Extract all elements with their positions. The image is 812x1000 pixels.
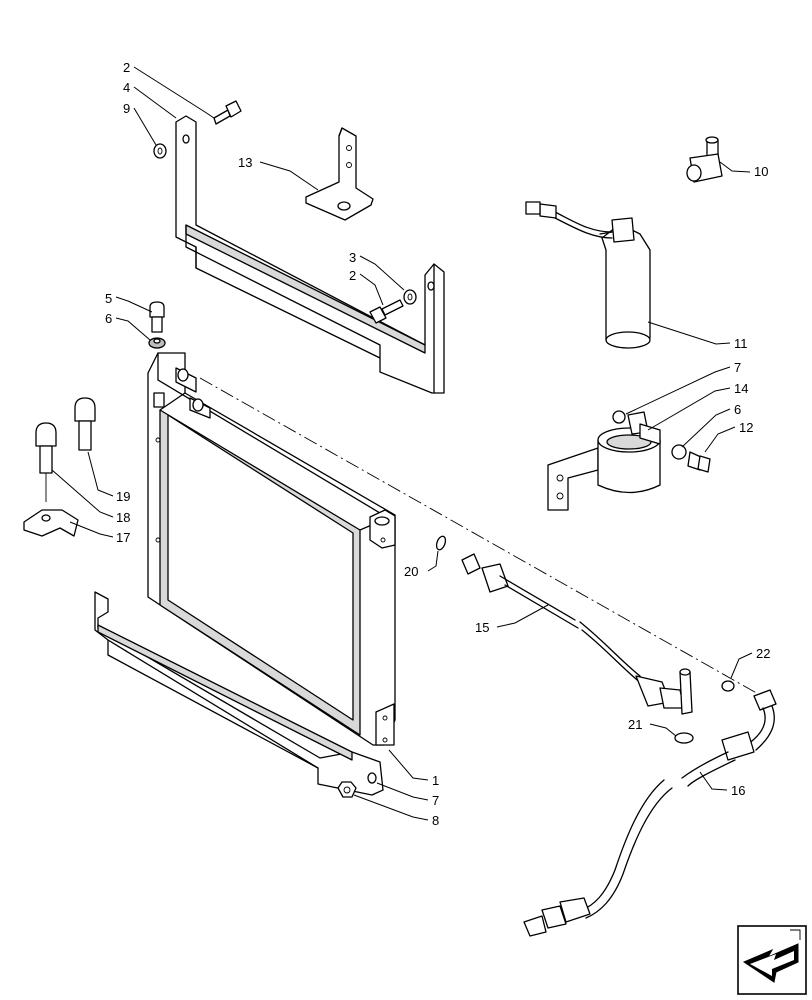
leader-lines — [51, 66, 753, 821]
callout-11: 11 — [734, 336, 748, 351]
hose-15 — [461, 553, 693, 715]
callout-12: 12 — [739, 420, 753, 435]
bracket-14 — [547, 411, 661, 511]
screw-mid — [369, 289, 417, 324]
callout-10: 10 — [754, 164, 768, 179]
bolt-12 — [671, 444, 711, 473]
hose-16 — [523, 689, 777, 937]
washer-7-upper — [612, 410, 626, 424]
callout-2-top: 2 — [123, 60, 130, 75]
callout-6-right: 6 — [734, 402, 741, 417]
fitting-10 — [686, 136, 723, 183]
callout-9: 9 — [123, 101, 130, 116]
lower-bracket — [94, 591, 384, 796]
callout-19: 19 — [116, 489, 130, 504]
clamp-17 — [23, 509, 79, 537]
condenser — [147, 352, 396, 746]
callout-7-bottom: 7 — [432, 793, 439, 808]
o-ring-21 — [674, 732, 694, 744]
callout-22: 22 — [756, 646, 770, 661]
callout-1: 1 — [432, 773, 439, 788]
callout-8: 8 — [432, 813, 439, 828]
receiver-drier — [525, 201, 651, 349]
o-ring-20 — [435, 535, 447, 551]
callout-21: 21 — [628, 717, 642, 732]
callout-17: 17 — [116, 530, 130, 545]
callout-7-right: 7 — [734, 360, 741, 375]
callout-15: 15 — [475, 620, 489, 635]
washer-9 — [153, 143, 167, 159]
centre-line — [199, 377, 761, 696]
bolt-5 — [148, 301, 166, 349]
bolt-19 — [74, 397, 96, 451]
screw-top — [213, 100, 242, 125]
callout-4: 4 — [123, 80, 130, 95]
upper-bracket — [175, 115, 445, 394]
callout-16: 16 — [731, 783, 745, 798]
bracket-13 — [305, 127, 374, 221]
callouts: 2 4 9 13 3 2 5 6 10 11 7 14 6 12 19 18 1… — [105, 60, 770, 828]
callout-13: 13 — [238, 155, 252, 170]
arrow-back-icon[interactable] — [737, 925, 807, 995]
callout-20: 20 — [404, 564, 418, 579]
o-ring-22 — [721, 680, 735, 692]
callout-6-left: 6 — [105, 311, 112, 326]
callout-2-mid: 2 — [349, 268, 356, 283]
callout-3: 3 — [349, 250, 356, 265]
callout-14: 14 — [734, 381, 748, 396]
nut-8 — [337, 781, 357, 798]
callout-5: 5 — [105, 291, 112, 306]
callout-18: 18 — [116, 510, 130, 525]
bolt-18 — [35, 422, 57, 502]
